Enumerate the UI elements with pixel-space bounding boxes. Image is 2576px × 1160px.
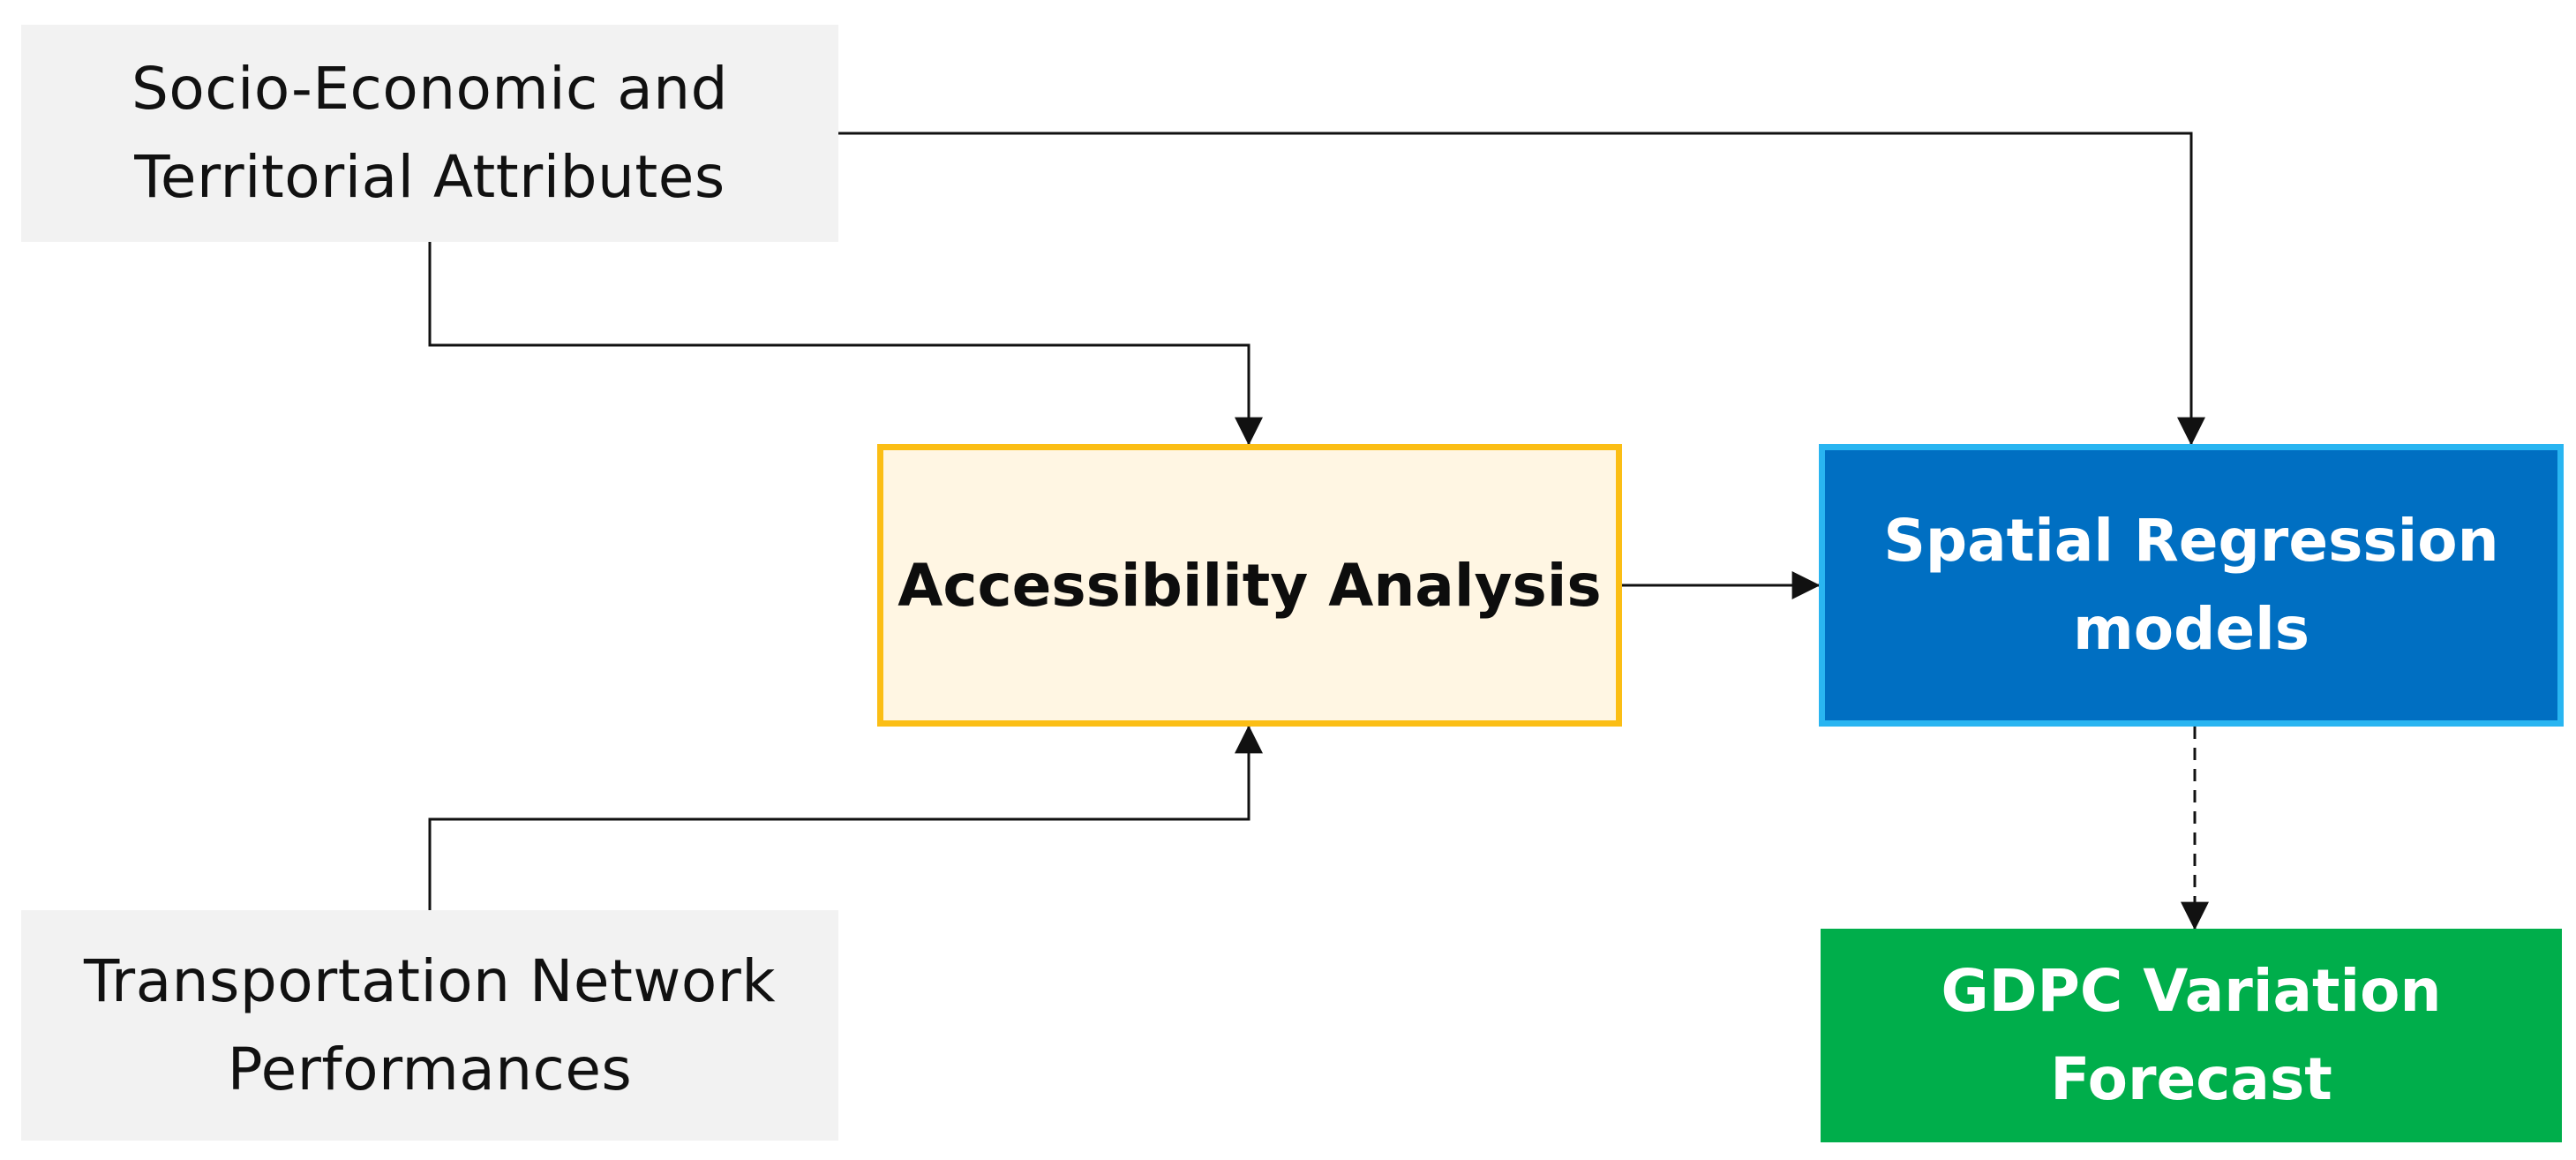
accessibility-label: Accessibility Analysis <box>897 551 1602 620</box>
transportation-label-line-1: Transportation Network <box>83 946 777 1015</box>
gdpc-forecast-label-line-2: Forecast <box>2050 1045 2332 1113</box>
spatial-regression-node: Spatial Regression models <box>1819 444 2564 727</box>
gdpc-forecast-label-line-1: GDPC Variation <box>1941 957 2442 1025</box>
spatial-regression-label-line-2: models <box>2072 595 2310 663</box>
socio-economic-label-line-2: Territorial Attributes <box>134 143 725 211</box>
gdpc-forecast-node: GDPC Variation Forecast <box>1821 929 2562 1142</box>
spatial-regression-label-line-1: Spatial Regression <box>1883 507 2499 575</box>
socio-economic-label-line-1: Socio-Economic and <box>131 55 728 123</box>
edge-socio-to-accessibility <box>428 242 1263 446</box>
edge-transport-to-accessibility <box>428 725 1263 910</box>
socio-economic-node: Socio-Economic and Territorial Attribute… <box>21 25 838 242</box>
accessibility-analysis-node: Accessibility Analysis <box>877 444 1622 727</box>
edge-socio-to-spatial <box>838 132 2205 446</box>
transportation-node: Transportation Network Performances <box>21 910 838 1141</box>
transportation-label-line-2: Performances <box>227 1035 633 1104</box>
